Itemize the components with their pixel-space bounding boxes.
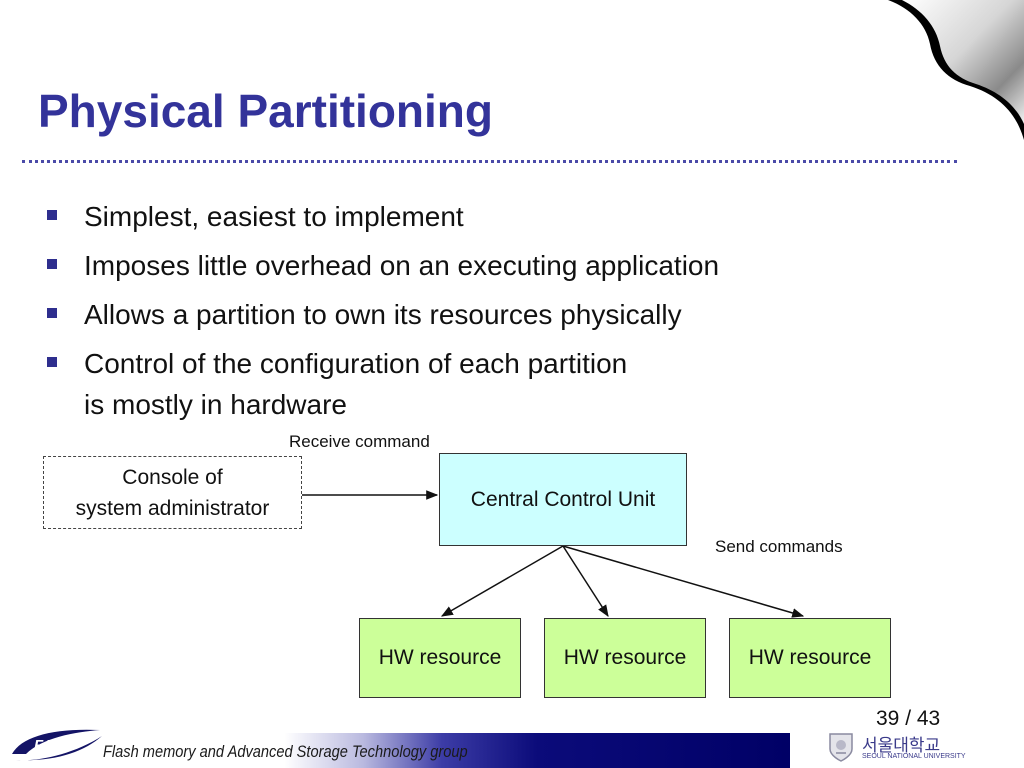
hw-resource-box: HW resource [359, 618, 521, 698]
console-label-line1: Console of [122, 465, 223, 489]
university-name-english: SEOUL NATIONAL UNIVERSITY [862, 753, 966, 760]
footer-gradient-band [0, 733, 790, 768]
square-bullet-icon [47, 210, 57, 220]
square-bullet-icon [47, 259, 57, 269]
bullet-item: Simplest, easiest to implement [44, 196, 944, 237]
hw-resource-label: HW resource [563, 646, 687, 669]
fast-logo: FAST [12, 729, 102, 761]
bullet-text: Allows a partition to own its resources … [84, 299, 682, 330]
command-arrow-hw-2 [562, 545, 609, 618]
university-emblem-icon [829, 733, 853, 762]
square-bullet-icon [47, 357, 57, 367]
page-number: 39 / 43 [876, 707, 941, 730]
command-arrow-hw-1 [440, 545, 564, 617]
central-control-unit-box: Central Control Unit [439, 453, 687, 546]
bullet-item: Allows a partition to own its resources … [44, 294, 944, 335]
send-commands-label: Send commands [715, 537, 843, 556]
bullet-list: Simplest, easiest to implement Imposes l… [44, 196, 944, 433]
command-arrow-hw-3 [562, 545, 805, 618]
university-name-korean: 서울대학교 [862, 736, 941, 755]
research-group-name: Flash memory and Advanced Storage Techno… [103, 742, 468, 761]
square-bullet-icon [47, 308, 57, 318]
bullet-text: Simplest, easiest to implement [84, 201, 464, 232]
bullet-text: Imposes little overhead on an executing … [84, 250, 720, 281]
bullet-text: Control of the configuration of each par… [84, 348, 628, 379]
slide-title: Physical Partitioning [38, 85, 493, 137]
hw-resource-box: HW resource [729, 618, 891, 698]
hw-resource-box: HW resource [544, 618, 706, 698]
bullet-item: Control of the configuration of each par… [44, 343, 944, 425]
title-divider [22, 160, 957, 163]
bullet-item: Imposes little overhead on an executing … [44, 245, 944, 286]
bullet-text-continuation: is mostly in hardware [84, 389, 347, 420]
receive-command-label: Receive command [289, 432, 430, 451]
hw-resource-label: HW resource [378, 646, 502, 669]
hw-resource-label: HW resource [748, 646, 872, 669]
central-control-unit-label: Central Control Unit [470, 487, 656, 511]
page-curl-decoration [888, 0, 1024, 140]
console-box: Console of system administrator [43, 456, 302, 529]
svg-text:FAST: FAST [34, 737, 74, 754]
console-label-line2: system administrator [75, 496, 270, 520]
